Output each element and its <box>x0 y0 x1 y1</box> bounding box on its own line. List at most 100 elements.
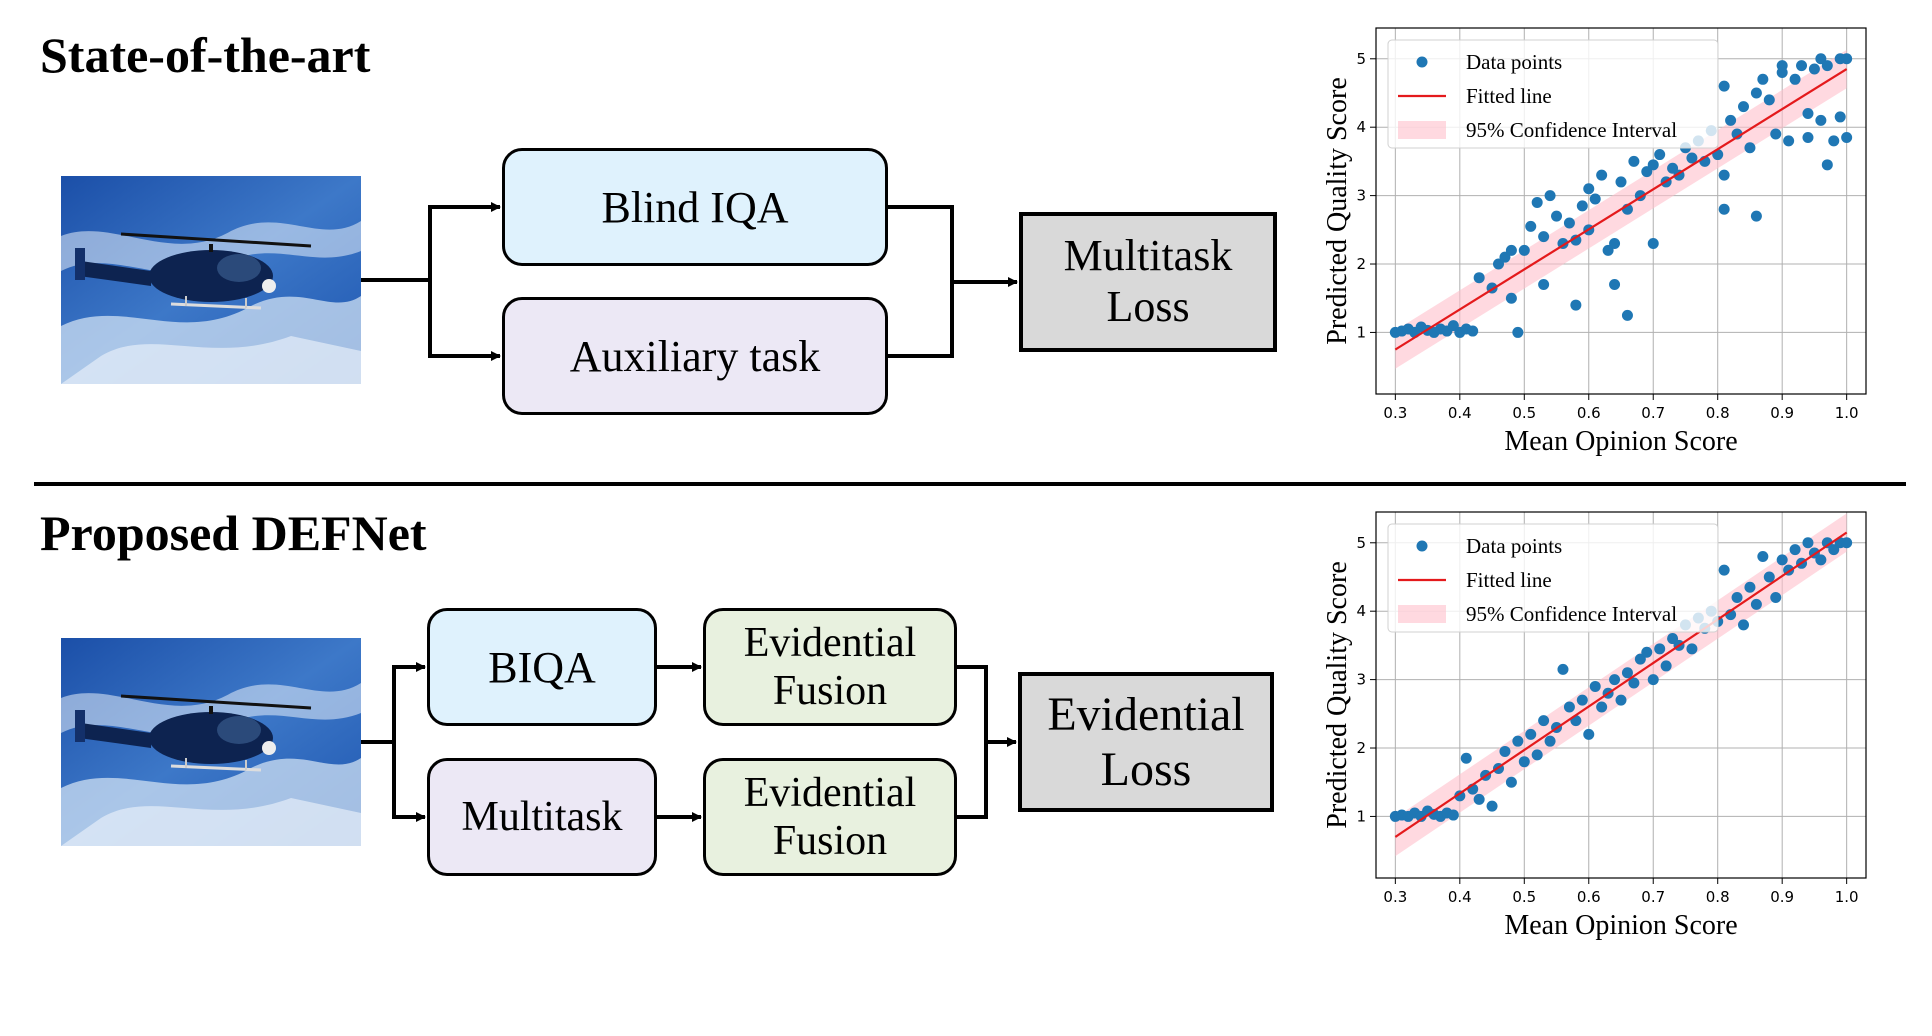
y-tick-label: 5 <box>1356 534 1366 552</box>
evidential-fusion-1-line1: Evidential <box>743 619 917 666</box>
arrow-to-biqa <box>392 662 426 742</box>
evidential-fusion-block-2: Evidential Fusion <box>703 758 957 876</box>
data-point <box>1750 87 1762 99</box>
x-tick-label: 0.7 <box>1641 888 1665 906</box>
data-point <box>1525 220 1537 232</box>
legend-marker-points <box>1416 56 1428 68</box>
y-axis-label: Predicted Quality Score <box>1322 561 1353 828</box>
data-point <box>1583 183 1595 195</box>
evidential-fusion-1-line2: Fusion <box>772 668 888 714</box>
y-tick-label: 2 <box>1356 255 1366 273</box>
data-point <box>1731 592 1743 604</box>
x-axis-label: Mean Opinion Score <box>1504 426 1737 457</box>
x-tick-label: 0.9 <box>1770 888 1794 906</box>
data-point <box>1447 320 1459 332</box>
data-point <box>1460 752 1472 764</box>
evidential-loss-block: Evidential Loss <box>1018 672 1274 812</box>
legend-entry: Data points <box>1466 534 1562 558</box>
y-tick-label: 3 <box>1356 671 1366 689</box>
blind-iqa-block: Blind IQA <box>502 148 888 266</box>
x-tick-label: 0.6 <box>1577 404 1601 422</box>
multitask-loss-label-line2: Loss <box>1106 282 1190 331</box>
data-point <box>1654 643 1666 655</box>
data-point <box>1589 193 1601 205</box>
legend-box <box>1387 523 1719 633</box>
x-tick-label: 0.5 <box>1512 888 1536 906</box>
evidential-loss-label-line1: Evidential <box>1047 687 1245 741</box>
data-point <box>1531 196 1543 208</box>
data-point <box>1763 94 1775 106</box>
data-point <box>1518 756 1530 768</box>
data-point <box>1821 159 1833 171</box>
data-point <box>1744 581 1756 593</box>
data-point <box>1654 149 1666 161</box>
data-point <box>1802 108 1814 120</box>
data-point <box>1454 790 1466 802</box>
data-point <box>1731 128 1743 140</box>
data-point <box>1796 60 1808 72</box>
data-point <box>1718 564 1730 576</box>
data-point <box>1505 292 1517 304</box>
data-point <box>1647 237 1659 249</box>
data-point <box>1609 674 1621 686</box>
data-point <box>1499 251 1511 263</box>
legend-marker-points <box>1416 540 1428 552</box>
section-title-top: State-of-the-art <box>40 27 371 83</box>
data-point <box>1744 142 1756 154</box>
fitted-line <box>1394 68 1848 351</box>
evidential-fusion-2-line2: Fusion <box>772 818 888 864</box>
data-point <box>1538 279 1550 291</box>
auxiliary-task-block: Auxiliary task <box>502 297 888 415</box>
data-point <box>1757 73 1769 85</box>
data-point <box>1563 217 1575 229</box>
data-point <box>1841 537 1853 549</box>
data-point <box>1628 677 1640 689</box>
evidential-fusion-block-1: Evidential Fusion <box>703 608 957 726</box>
data-point <box>1486 800 1498 812</box>
data-point <box>1770 592 1782 604</box>
data-point <box>1583 728 1595 740</box>
x-tick-label: 0.8 <box>1706 404 1730 422</box>
data-point <box>1757 550 1769 562</box>
data-point <box>1808 63 1820 75</box>
legend-entry: Fitted line <box>1466 568 1552 592</box>
legend-entry: Data points <box>1466 50 1562 74</box>
data-point <box>1634 653 1646 665</box>
y-tick-label: 3 <box>1356 187 1366 205</box>
data-point <box>1725 114 1737 126</box>
data-point <box>1609 279 1621 291</box>
data-point <box>1525 728 1537 740</box>
data-point <box>1447 809 1459 821</box>
data-point <box>1538 231 1550 243</box>
data-point <box>1667 162 1679 174</box>
data-point <box>1821 60 1833 72</box>
data-point <box>1789 544 1801 556</box>
data-point <box>1473 272 1485 284</box>
legend-marker-band <box>1398 605 1446 623</box>
auxiliary-task-label: Auxiliary task <box>569 331 821 381</box>
section-title-bottom: Proposed DEFNet <box>40 505 427 561</box>
legend-entry: Fitted line <box>1466 84 1552 108</box>
data-point <box>1718 169 1730 181</box>
connector-blind-iqa-out <box>888 205 954 358</box>
data-point <box>1750 210 1762 222</box>
data-point <box>1738 619 1749 631</box>
data-point <box>1570 234 1582 246</box>
data-point <box>1551 210 1563 222</box>
biqa-block: BIQA <box>427 608 657 726</box>
data-point <box>1641 646 1653 658</box>
x-tick-label: 0.3 <box>1383 404 1407 422</box>
helicopter-illustration <box>61 176 361 384</box>
data-point <box>1828 544 1840 556</box>
data-point <box>1615 176 1627 188</box>
multitask-block: Multitask <box>427 758 657 876</box>
evidential-fusion-2-line1: Evidential <box>743 769 917 816</box>
data-point <box>1576 200 1588 212</box>
section-divider <box>34 482 1906 486</box>
data-point <box>1538 715 1550 727</box>
helicopter-image-top <box>61 176 361 384</box>
data-point <box>1621 667 1633 679</box>
x-tick-label: 0.3 <box>1383 888 1407 906</box>
x-axis-label: Mean Opinion Score <box>1504 910 1737 941</box>
